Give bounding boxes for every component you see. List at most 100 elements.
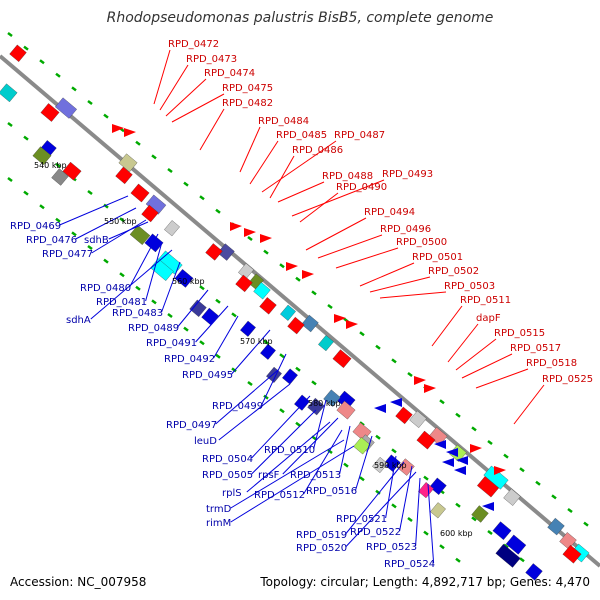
tick-dot bbox=[439, 544, 445, 550]
reverse-gene-label: RPD_0481 bbox=[96, 297, 147, 308]
gene-block bbox=[471, 505, 489, 523]
forward-leader bbox=[261, 140, 337, 193]
tick-dot bbox=[327, 449, 333, 454]
gene-rect bbox=[353, 437, 371, 455]
forward-leader bbox=[171, 93, 225, 123]
blue-arrow bbox=[374, 404, 386, 413]
gene-block bbox=[253, 282, 271, 300]
forward-gene-label: RPD_0494 bbox=[364, 207, 415, 218]
gene-rect bbox=[9, 44, 27, 62]
tick-dot bbox=[279, 353, 285, 359]
gene-rect bbox=[559, 532, 577, 550]
gene-block bbox=[0, 83, 18, 103]
gene-rect bbox=[323, 389, 341, 407]
reverse-leader bbox=[251, 409, 317, 475]
gene-block bbox=[294, 394, 310, 411]
reverse-gene-label: RPD_0483 bbox=[112, 308, 163, 319]
reverse-leader bbox=[161, 261, 181, 313]
reverse-gene-label: RPD_0491 bbox=[146, 338, 197, 349]
gene-block bbox=[477, 476, 499, 498]
tick-dot bbox=[87, 190, 93, 195]
gene-block bbox=[409, 410, 427, 428]
tick-dot bbox=[359, 331, 365, 337]
tick-dot bbox=[55, 217, 61, 223]
reverse-gene-label: rimM bbox=[206, 518, 231, 529]
gene-rect bbox=[217, 243, 235, 261]
reverse-gene-label: RPD_0512 bbox=[254, 490, 305, 501]
tick-dot bbox=[359, 476, 365, 482]
red-arrow bbox=[470, 444, 482, 453]
tick-dot bbox=[295, 366, 301, 372]
blue-arrow bbox=[482, 502, 494, 511]
forward-leader bbox=[455, 338, 497, 371]
tick-dot bbox=[519, 467, 525, 473]
tick-dot bbox=[391, 503, 397, 509]
tick-dot bbox=[55, 162, 61, 168]
gene-rect bbox=[483, 465, 509, 490]
gene-block bbox=[40, 103, 60, 122]
forward-leader bbox=[379, 291, 447, 299]
gene-block bbox=[189, 299, 207, 317]
forward-leader bbox=[159, 64, 189, 111]
forward-leader bbox=[461, 353, 513, 379]
reverse-leader bbox=[303, 429, 343, 495]
forward-leader bbox=[447, 323, 479, 363]
tick-dot bbox=[455, 557, 461, 563]
tick-dot bbox=[279, 408, 285, 414]
gene-rect bbox=[238, 263, 254, 280]
forward-leader bbox=[249, 140, 279, 185]
forward-leader bbox=[317, 234, 383, 259]
gene-block bbox=[525, 563, 543, 581]
tick-dot bbox=[391, 448, 397, 454]
reverse-leader bbox=[345, 461, 405, 535]
gene-block bbox=[174, 269, 194, 288]
gene-block bbox=[141, 204, 159, 223]
red-arrow bbox=[414, 376, 426, 385]
gene-rect bbox=[40, 103, 60, 122]
tick-dot bbox=[247, 381, 253, 386]
forward-leader bbox=[369, 276, 431, 293]
reverse-gene-label: RPD_0519 bbox=[296, 530, 347, 541]
gene-rect bbox=[51, 168, 69, 186]
forward-gene-label: RPD_0496 bbox=[380, 224, 431, 235]
forward-gene-label: RPD_0518 bbox=[526, 358, 577, 369]
gene-rect bbox=[505, 534, 527, 555]
gene-block bbox=[115, 166, 133, 185]
reverse-gene-label: rpsF bbox=[258, 470, 280, 481]
reverse-leader bbox=[230, 439, 345, 509]
forward-gene-label: RPD_0487 bbox=[334, 130, 385, 141]
gene-block bbox=[318, 335, 334, 352]
tick-dot bbox=[535, 480, 541, 486]
gene-block bbox=[323, 389, 341, 407]
gene-rect bbox=[307, 397, 325, 416]
reverse-leader bbox=[177, 289, 209, 328]
tick-dot bbox=[375, 434, 381, 440]
tick-dot bbox=[471, 516, 477, 522]
reverse-leader bbox=[75, 207, 137, 240]
gene-rect bbox=[32, 146, 52, 166]
forward-gene-label: RPD_0503 bbox=[444, 281, 495, 292]
tick-dot bbox=[375, 489, 381, 495]
kbp-label: 580 kbp bbox=[308, 399, 341, 408]
forward-leader bbox=[277, 181, 325, 203]
gene-rect bbox=[205, 243, 223, 261]
blue-arrow bbox=[456, 456, 468, 465]
gene-block bbox=[418, 482, 434, 499]
reverse-leader bbox=[345, 471, 417, 548]
red-arrow bbox=[334, 314, 346, 323]
red-arrow bbox=[346, 320, 358, 329]
tick-dot bbox=[583, 521, 589, 527]
forward-leader bbox=[299, 192, 339, 223]
gene-rect bbox=[294, 394, 310, 411]
reverse-gene-label: RPD_0516 bbox=[306, 486, 357, 497]
gene-block bbox=[282, 368, 298, 385]
accession-label: Accession: NC_007958 bbox=[10, 575, 146, 589]
reverse-leader bbox=[90, 249, 173, 320]
tick-dot bbox=[487, 530, 493, 535]
gene-rect bbox=[189, 299, 207, 317]
red-arrow bbox=[424, 384, 436, 393]
tick-dot bbox=[311, 290, 317, 296]
gene-rect bbox=[253, 282, 271, 300]
red-arrow bbox=[124, 128, 136, 137]
tick-dot bbox=[23, 135, 29, 141]
